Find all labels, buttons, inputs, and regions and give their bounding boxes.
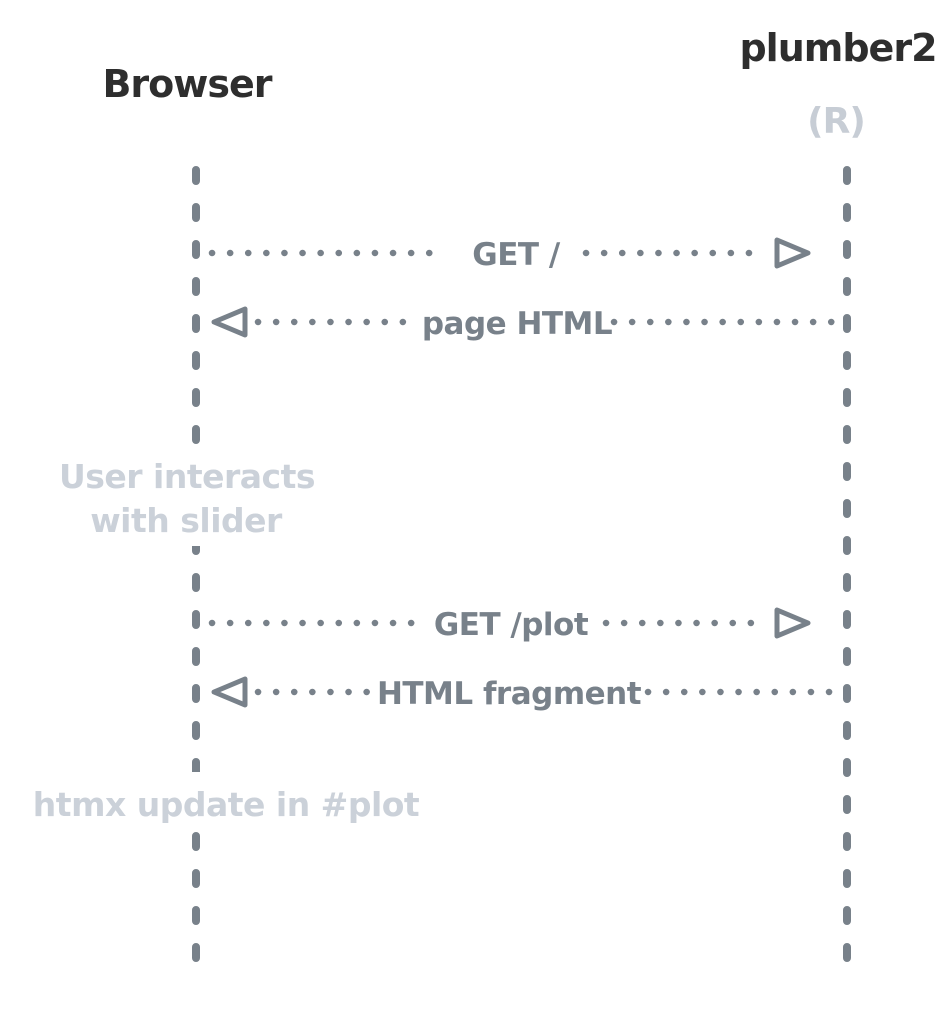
note-background [8,772,444,830]
note-label-line2: with slider [90,501,283,540]
message-get-plot: GET /plot [208,607,811,643]
actor-plumber2-label: plumber2 [739,26,936,70]
actor-browser-label: Browser [102,62,272,106]
message-label: HTML fragment [377,676,642,712]
note-label-line1: User interacts [59,457,315,496]
message-get-root: GET / [208,237,811,273]
arrowhead-right-icon [774,607,811,639]
arrowhead-right-icon [774,237,811,269]
note-user-interacts: User interacts with slider [30,448,348,546]
note-htmx-update: htmx update in #plot [8,772,444,830]
arrowhead-left-icon [211,676,248,708]
arrowhead-left-icon [211,306,248,338]
message-label: GET / [472,237,561,273]
message-html-fragment: HTML fragment [211,676,836,712]
note-background [30,448,348,546]
message-label: page HTML [422,306,612,342]
message-label: GET /plot [434,607,589,643]
actor-plumber2-annotation-r: (R) [807,101,865,142]
note-label-line1: htmx update in #plot [33,785,420,824]
message-page-html: page HTML [211,306,838,342]
